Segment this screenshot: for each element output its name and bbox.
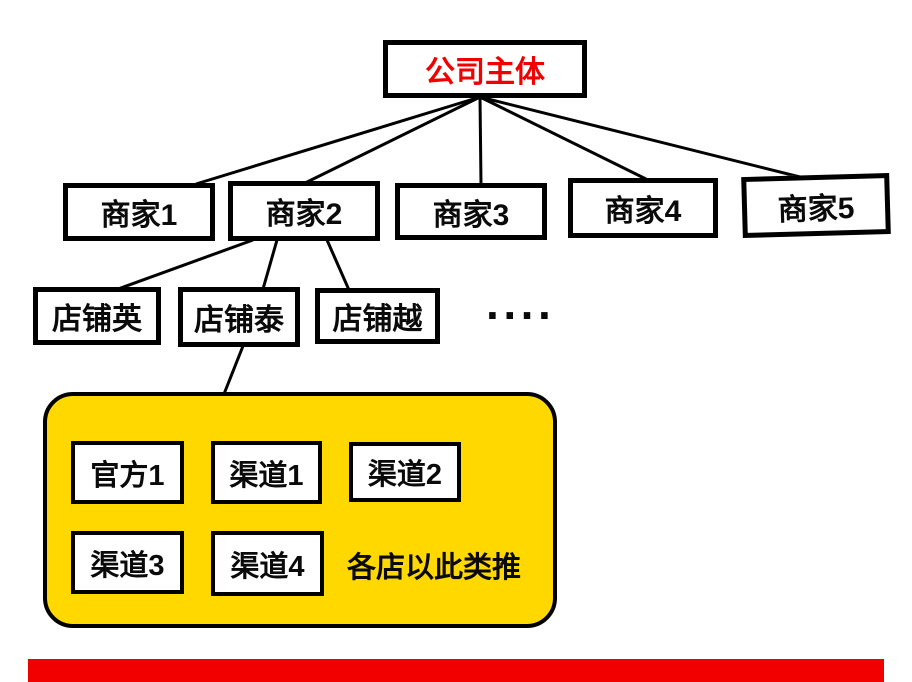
edge-shop2-channel-group <box>222 345 245 395</box>
edge-root-merchant2 <box>302 95 481 186</box>
edge-root-merchant1 <box>195 95 481 186</box>
node-merchant-3: 商家3 <box>395 183 547 240</box>
node-merchant-2: 商家2 <box>228 181 380 241</box>
edge-root-merchant3 <box>478 96 483 185</box>
edge-merchant2-shop1 <box>117 238 254 291</box>
edge-root-merchant5 <box>479 95 801 179</box>
node-merchant-5: 商家5 <box>741 172 891 239</box>
node-merchant-4: 商家4 <box>568 178 718 238</box>
node-shop-en: 店铺英 <box>33 287 161 345</box>
node-merchant-1: 商家1 <box>63 183 215 241</box>
node-channel-4: 渠道4 <box>211 531 324 596</box>
node-shop-vn: 店铺越 <box>315 288 440 344</box>
node-channel-1: 渠道1 <box>211 441 322 504</box>
ellipsis-dots: ···· <box>486 289 556 341</box>
channel-group-container: 官方1 渠道1 渠道2 渠道3 渠道4 各店以此类推 <box>43 392 557 628</box>
node-channel-3: 渠道3 <box>71 531 184 594</box>
node-official-1: 官方1 <box>71 441 184 504</box>
edge-root-merchant4 <box>479 95 647 181</box>
group-note-text: 各店以此类推 <box>347 552 522 584</box>
node-company-root: 公司主体 <box>383 40 587 98</box>
bottom-red-bar <box>28 659 884 682</box>
edge-merchant2-shop2 <box>261 239 279 290</box>
node-channel-2: 渠道2 <box>349 442 461 502</box>
edge-merchant2-shop3 <box>325 239 351 291</box>
node-shop-th: 店铺泰 <box>178 287 300 347</box>
